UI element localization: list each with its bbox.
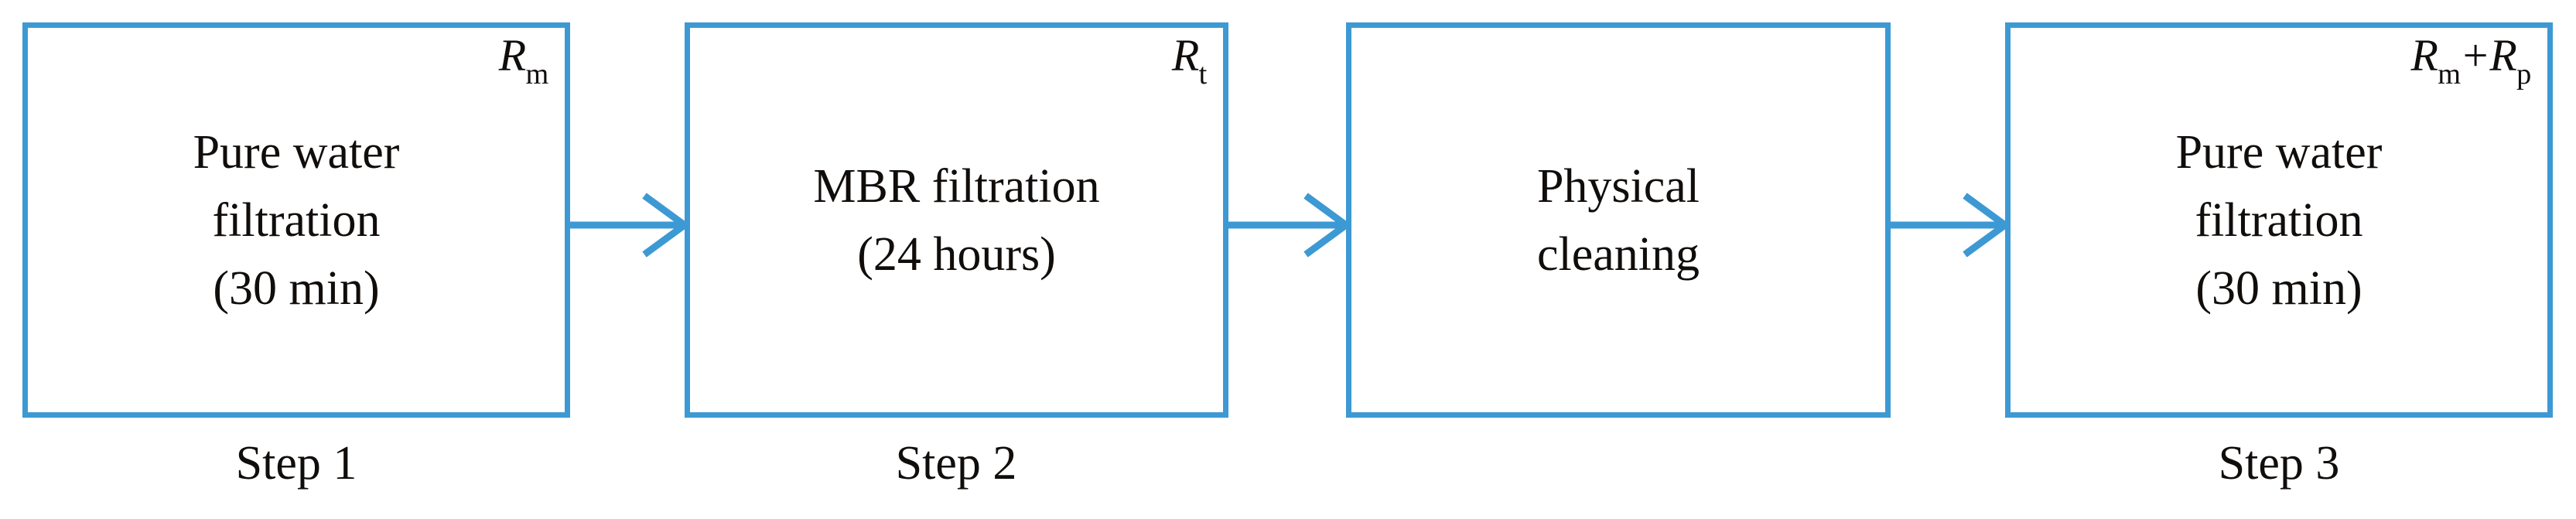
- box-text-line: cleaning: [1536, 227, 1700, 281]
- box-text-line: (30 min): [2195, 261, 2362, 315]
- box-text-line: Pure water: [193, 125, 400, 179]
- symbol-variable: R: [2410, 30, 2438, 80]
- arrow-step1-to-step2: [570, 188, 688, 262]
- resistance-symbol-rm-plus-rp: Rm+Rp: [2410, 30, 2533, 91]
- box-text-line: Physical: [1536, 159, 1700, 213]
- process-box-step-3[interactable]: Rm+Rp Pure water filtration (30 min): [2005, 22, 2553, 418]
- symbol-subscript: m: [525, 58, 549, 91]
- box-body-step-3: Pure water filtration (30 min): [2011, 28, 2547, 412]
- arrow-physical-cleaning-to-step3: [1891, 188, 2008, 262]
- symbol-subscript: m: [2438, 58, 2461, 91]
- box-text-line: Pure water: [2175, 125, 2383, 179]
- box-text-line: (24 hours): [857, 227, 1056, 281]
- process-box-step-2[interactable]: Rt MBR filtration (24 hours): [685, 22, 1228, 418]
- box-text-line: filtration: [212, 193, 381, 247]
- process-box-step-1[interactable]: Rm Pure water filtration (30 min): [22, 22, 570, 418]
- box-text-line: (30 min): [213, 261, 380, 315]
- box-text-line: filtration: [2195, 193, 2363, 247]
- symbol-subscript-2: p: [2516, 58, 2532, 91]
- box-text-line: MBR filtration: [813, 159, 1100, 213]
- step-caption-1: Step 1: [235, 437, 357, 490]
- step-caption-3: Step 3: [2218, 437, 2340, 490]
- symbol-variable: R: [1171, 30, 1200, 80]
- box-body-step-2: MBR filtration (24 hours): [690, 28, 1223, 412]
- box-body-step-1: Pure water filtration (30 min): [28, 28, 565, 412]
- arrow-step2-to-physical-cleaning: [1228, 188, 1349, 262]
- resistance-symbol-rm: Rm: [498, 30, 549, 91]
- box-body-physical-cleaning: Physical cleaning: [1351, 28, 1885, 412]
- symbol-operator: +: [2462, 30, 2489, 80]
- resistance-symbol-rt: Rt: [1171, 30, 1208, 91]
- step-caption-2: Step 2: [895, 437, 1017, 490]
- symbol-variable: R: [498, 30, 527, 80]
- process-box-physical-cleaning[interactable]: Physical cleaning: [1346, 22, 1891, 418]
- symbol-variable-2: R: [2489, 30, 2517, 80]
- symbol-subscript: t: [1198, 58, 1208, 91]
